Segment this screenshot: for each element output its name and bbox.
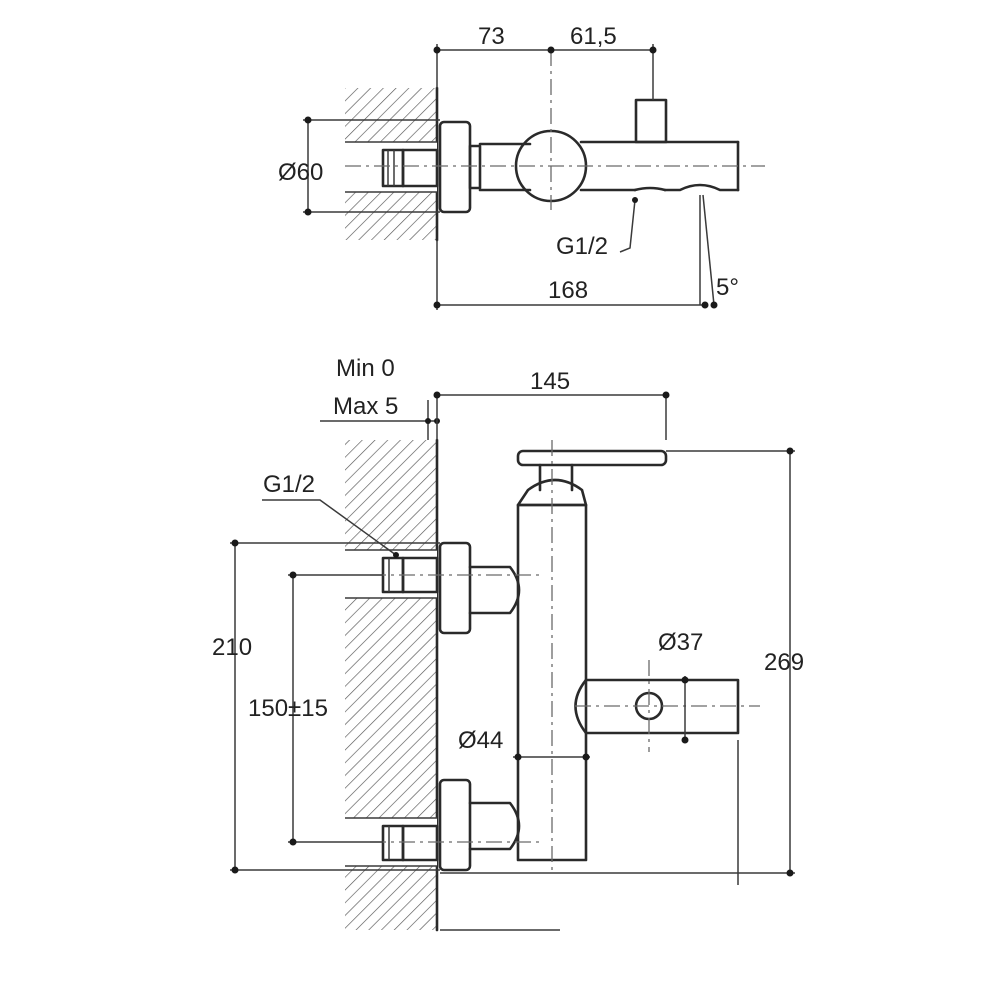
thread-g12-front-label: G1/2 [263,471,315,498]
max-5-label: Max 5 [333,393,398,420]
diverter-knob [634,98,668,144]
dim-269-label: 269 [764,649,804,676]
rosette-upper [438,541,472,635]
dim-61-5-label: 61,5 [570,23,617,50]
diam-37-label: Ø37 [658,629,703,656]
rosette-lower [438,778,472,872]
rosette-top [438,120,472,214]
spout-front [584,678,740,735]
dim-168-label: 168 [548,277,588,304]
top-view: Ø60 73 61,5 G1/2 168 5° [278,23,765,310]
lever-handle [516,449,668,467]
dim-150-label: 150±15 [248,695,328,722]
dim-145-label: 145 [530,368,570,395]
diam-44-label: Ø44 [458,727,503,754]
dim-73-label: 73 [478,23,505,50]
dim-210-label: 210 [212,634,252,661]
diam-60-label: Ø60 [278,159,323,186]
thread-g12-top-label: G1/2 [556,233,608,260]
min-0-label: Min 0 [336,355,395,382]
front-view: Min 0 Max 5 145 G1/2 210 150±15 [212,355,804,932]
angle-5-label: 5° [716,274,739,301]
